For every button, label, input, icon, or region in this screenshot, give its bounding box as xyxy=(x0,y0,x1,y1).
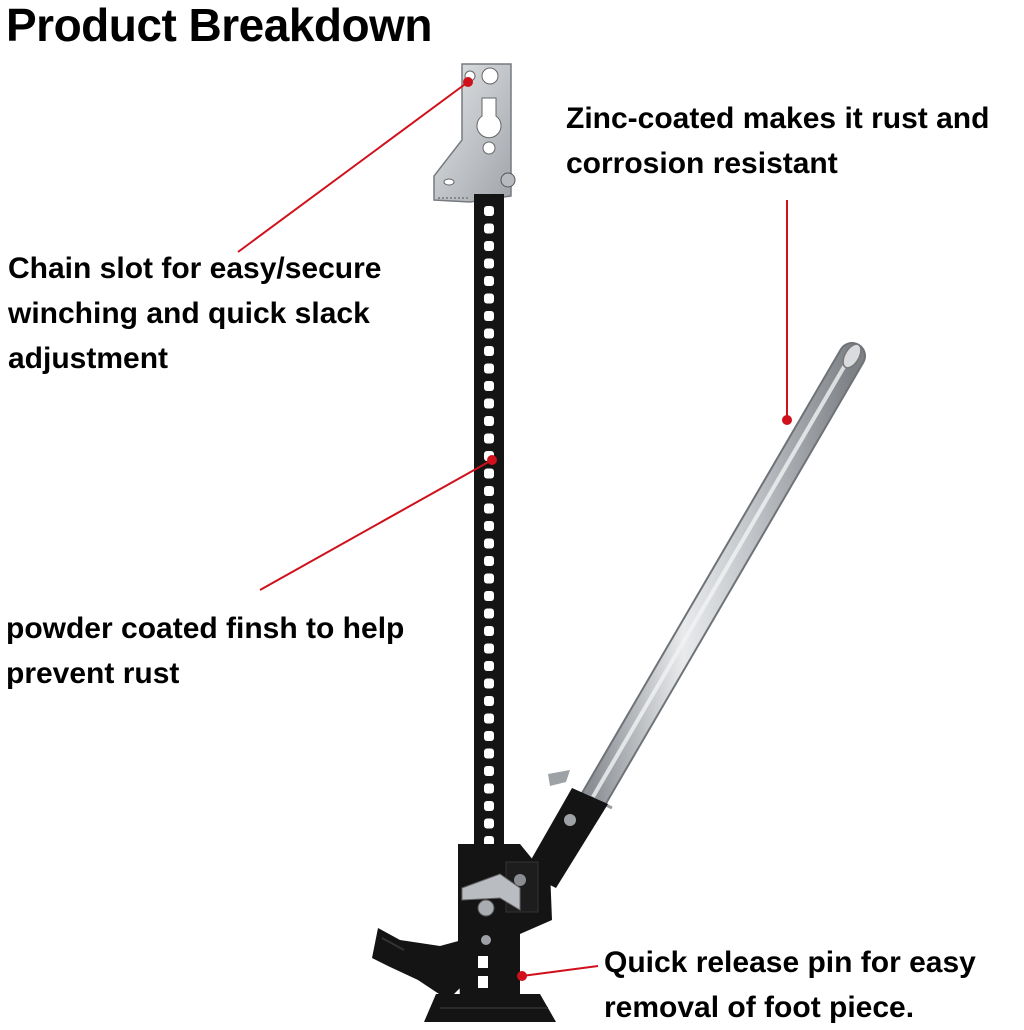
top-plate xyxy=(433,63,516,203)
bar-hole xyxy=(484,661,494,671)
leader-dots xyxy=(463,77,792,981)
bar-hole xyxy=(484,521,494,531)
bar-hole xyxy=(484,206,494,216)
page-title: Product Breakdown xyxy=(6,0,433,51)
bar-hole xyxy=(484,731,494,741)
dot-powder xyxy=(487,455,497,465)
bar-hole xyxy=(484,468,494,479)
bar-hole xyxy=(484,328,494,339)
bar-hole xyxy=(484,818,494,829)
dot-chain-slot xyxy=(463,77,473,87)
bar-hole xyxy=(484,311,494,321)
callout-zinc-coated: Zinc-coated makes it rust and corrosion … xyxy=(566,96,989,186)
handle-socket xyxy=(524,770,608,888)
bar-hole xyxy=(484,573,494,584)
leader-powder xyxy=(259,459,493,591)
toe-foot xyxy=(372,928,462,1000)
bar-hole xyxy=(484,591,494,601)
bar-hole xyxy=(484,433,494,444)
bar-hole xyxy=(484,713,494,724)
leader-release-pin xyxy=(521,965,599,977)
callout-line: winching and quick slack xyxy=(8,297,370,330)
bar-hole xyxy=(484,836,494,846)
lifting-mechanism xyxy=(458,844,552,1000)
dot-zinc xyxy=(782,415,792,425)
bar-hole xyxy=(484,766,494,776)
callout-line: Chain slot for easy/secure xyxy=(8,252,382,285)
leader-lines xyxy=(237,81,788,977)
callout-line: corrosion resistant xyxy=(566,147,838,180)
callout-powder-coated: powder coated finsh to help prevent rust xyxy=(6,606,404,696)
bar-hole xyxy=(484,626,494,636)
bar-hole xyxy=(484,801,494,811)
bar-hole xyxy=(484,503,494,514)
bar-hole xyxy=(484,223,494,234)
bar-hole xyxy=(484,748,494,759)
dot-release-pin xyxy=(517,971,527,981)
bar-hole xyxy=(484,346,494,356)
handle-tube xyxy=(579,342,866,814)
bar-hole xyxy=(484,696,494,706)
bar-hole xyxy=(484,643,494,654)
callout-chain-slot: Chain slot for easy/secure winching and … xyxy=(8,246,381,381)
bar-hole xyxy=(484,486,494,496)
bar-hole xyxy=(484,556,494,566)
callout-line: adjustment xyxy=(8,342,169,375)
leader-chain-slot xyxy=(237,81,469,253)
bar-hole xyxy=(484,678,494,689)
bar-hole xyxy=(484,783,494,794)
callout-line: Quick release pin for easy xyxy=(604,946,976,979)
callout-line: Zinc-coated makes it rust and xyxy=(566,102,990,135)
bar-hole xyxy=(484,381,494,391)
bar-hole xyxy=(484,241,494,251)
callout-release-pin: Quick release pin for easy removal of fo… xyxy=(604,940,976,1030)
bar-hole xyxy=(484,538,494,549)
bar-holes xyxy=(484,206,494,846)
callout-line: removal of foot piece. xyxy=(604,991,915,1024)
base-foot xyxy=(424,994,556,1022)
main-bar xyxy=(474,194,504,858)
callout-line: prevent rust xyxy=(6,657,180,690)
bar-hole xyxy=(484,608,494,619)
callout-line: powder coated finsh to help xyxy=(6,612,405,645)
bar-hole xyxy=(484,416,494,426)
bar-hole xyxy=(484,276,494,286)
bar-hole xyxy=(484,363,494,374)
bar-hole xyxy=(484,293,494,304)
bar-hole xyxy=(484,258,494,269)
bar-hole xyxy=(484,398,494,409)
